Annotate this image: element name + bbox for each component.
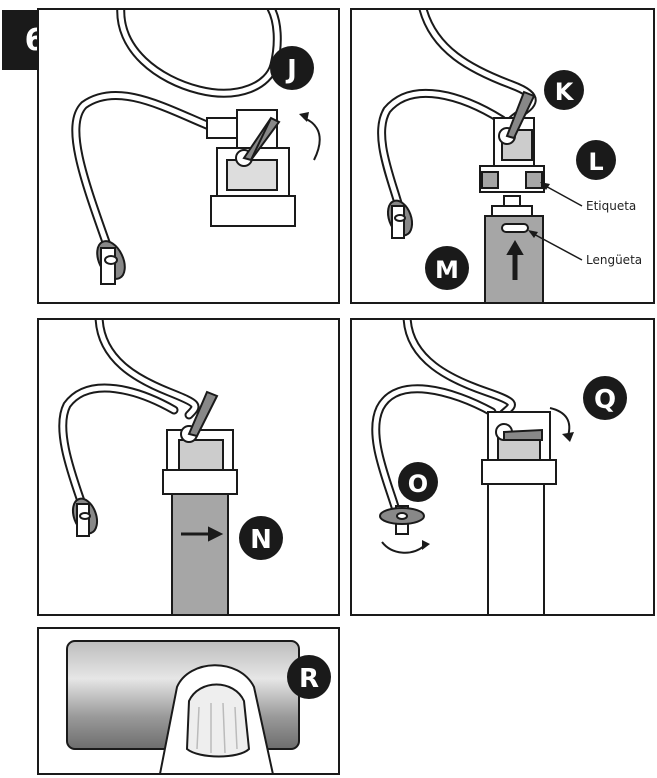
filter-head-k bbox=[479, 90, 545, 193]
panel-klm: Etiqueta Lengüeta K L M bbox=[350, 8, 655, 304]
panel-r: R bbox=[37, 627, 340, 775]
svg-text:Q: Q bbox=[594, 385, 616, 415]
svg-text:R: R bbox=[299, 664, 319, 694]
rotate-arrow bbox=[303, 117, 321, 161]
callout-q: Q bbox=[583, 376, 627, 420]
svg-text:O: O bbox=[408, 470, 428, 498]
panel-j: J bbox=[37, 8, 340, 304]
filter-cartridge-m bbox=[484, 195, 544, 302]
callout-m: M bbox=[425, 246, 469, 290]
callout-r: R bbox=[287, 655, 331, 699]
svg-text:J: J bbox=[285, 55, 297, 85]
svg-text:N: N bbox=[250, 525, 272, 555]
callout-n: N bbox=[239, 516, 283, 560]
panel-n: N bbox=[37, 318, 340, 616]
svg-text:L: L bbox=[588, 148, 603, 176]
label-etiqueta: Etiqueta bbox=[586, 199, 636, 213]
svg-text:K: K bbox=[555, 78, 575, 106]
panel-oq: O Q bbox=[350, 318, 655, 616]
svg-text:M: M bbox=[435, 256, 459, 284]
callout-k: K bbox=[544, 70, 584, 110]
filter-head bbox=[206, 109, 296, 227]
shutoff-valve bbox=[96, 240, 126, 285]
callout-l: L bbox=[576, 140, 616, 180]
label-lengueta: Lengüeta bbox=[586, 253, 642, 267]
finger-pressing bbox=[159, 664, 274, 773]
callout-o: O bbox=[398, 462, 438, 502]
water-line-tubes-inner bbox=[73, 10, 280, 248]
callout-j: J bbox=[270, 46, 314, 90]
